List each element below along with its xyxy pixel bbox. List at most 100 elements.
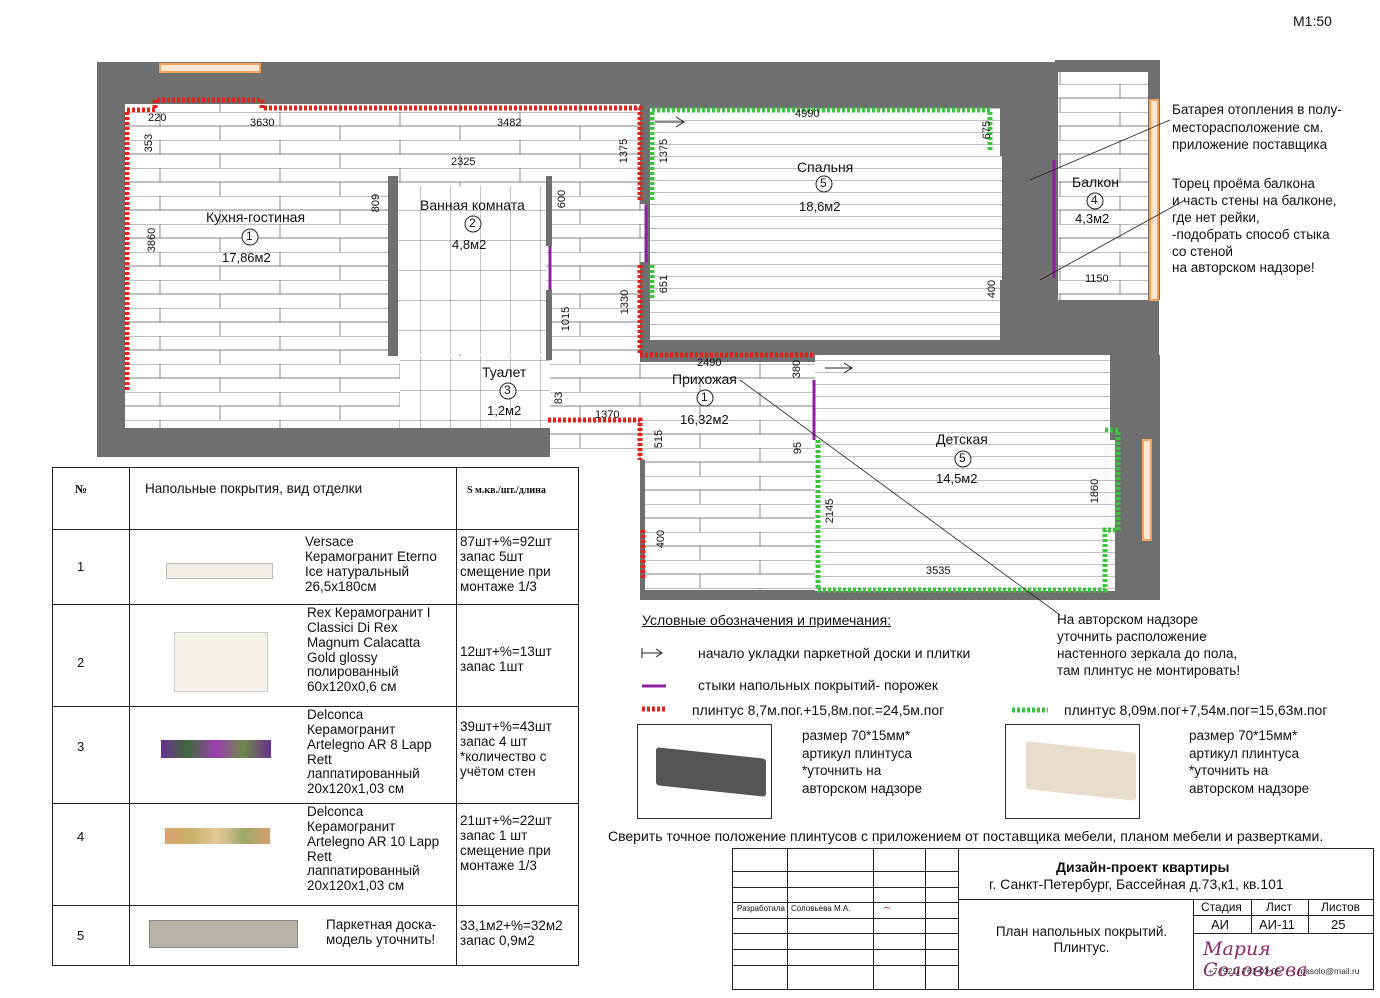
bathroom-floor [398,186,546,354]
baseboard-green [649,107,1121,593]
room-name: Туалет [482,364,527,380]
project-address: г. Санкт-Петербург, Бассейная д.73,к1, к… [989,876,1284,892]
sheet-header: Лист [1266,900,1293,914]
table-row-name: Delconca Керамогранит Artelegno AR 10 La… [307,804,440,894]
inner-walls [388,104,1160,440]
dimension: 1375 [618,138,631,164]
dimension: 400 [986,279,999,299]
dimension: 83 [553,391,566,405]
note-balcony: Торец проёма балкона и часть стены на ба… [1172,176,1337,276]
legend-joint: стыки напольных покрытий- порожек [698,677,939,693]
table-row-qty: 87шт+%=92шт запас 5шт смещение при монта… [460,534,552,594]
note-radiator: Батарея отопления в полу- месторасположе… [1172,102,1342,153]
dimension: 400 [655,529,668,549]
table-row-name: Паркетная доска- модель уточнить! [326,917,437,947]
swatch-calacatta [174,632,268,692]
dimension: 1860 [1089,478,1102,504]
room-name: Прихожая [672,371,737,387]
table-header: № [75,482,88,496]
dimension: 3482 [497,117,522,129]
scale-label: М1:50 [1293,13,1332,29]
dimension: 1015 [560,306,573,332]
logo: Мария Соловьева [1203,938,1308,981]
table-row-qty: 21шт+%=22шт запас 1 шт смещение при монт… [460,813,552,873]
sheets-header: Листов [1321,900,1360,914]
dimension: 3860 [146,227,159,253]
room-area: 4,3м2 [1075,211,1110,226]
room-area: 18,6м2 [799,199,841,214]
note-mirror: На авторском надзоре уточнить расположен… [1057,612,1241,678]
dimension: 1330 [619,289,632,315]
start-arrows [655,116,853,374]
phone: +7 (921) 761-03-05 [1208,966,1282,976]
legend-size-green: размер 70*15мм* артикул плинтуса *уточни… [1189,728,1310,796]
dimension: 3535 [926,565,951,577]
email: masolo@mail.ru [1298,966,1360,976]
stage-value: АИ [1211,917,1230,932]
legend-start: начало укладки паркетной доски и плитки [698,645,971,661]
room-number: 1 [701,390,708,404]
room-area: 17,86м2 [222,250,271,265]
author-name: Соловьева М.А. [791,904,851,913]
swatch-versace [166,563,273,579]
joints [548,160,1056,440]
dimension: 1370 [595,409,620,421]
room-name: Балкон [1072,174,1119,190]
dimension: 4990 [795,108,820,120]
finishes-table: № Напольные покрытия, вид отделки S м.кв… [52,467,579,966]
legend-title: Условные обозначения и примечания: [642,612,892,628]
toilet-floor [400,356,550,428]
developed-label: Разработала [737,904,785,913]
dimension: 1375 [658,138,671,164]
legend-symbols [641,648,666,712]
signature-grid: Разработала Соловьева М.А. ~ [733,849,958,989]
title-block: Разработала Соловьева М.А. ~ Дизайн-прое… [732,848,1374,990]
dimension: 353 [143,133,156,153]
table-header: Напольные покрытия, вид отделки [145,481,363,496]
swatch-artelegno-8 [161,740,271,758]
table-row-name: Delconca Керамогранит Artelegno AR 8 Lap… [307,707,432,797]
legend-red: плинтус 8,7м.пог.+15,8м.пог.=24,5м.пог [692,702,945,718]
room-area: 16,32м2 [680,412,729,427]
dimension: 380 [791,359,804,379]
room-name: Ванная комната [420,197,525,213]
legend-green: плинтус 8,09м.пог+7,54м.пог=15,63м.пог [1064,702,1328,718]
dimension: 600 [556,189,569,209]
table-header: S м.кв./шт./длина [467,485,546,496]
room-number: 1 [246,229,253,243]
dimension: 2145 [824,498,837,524]
room-area: 4,8м2 [452,237,487,252]
swatch-artelegno-10 [165,828,270,844]
table-row-qty: 12шт+%=13шт запас 1шт [460,644,552,674]
dimension: 809 [370,193,383,213]
table-row-num: 3 [77,739,85,754]
baseboard-red-image [637,724,772,819]
dimension: 95 [792,441,805,455]
table-row-num: 2 [77,655,85,670]
table-row-qty: 39шт+%=43шт запас 4 шт *количество с учё… [460,719,552,779]
windows [159,63,1159,541]
project-title: Дизайн-проект квартиры [1056,859,1230,875]
hall-floor-lower [645,460,815,590]
baseboard-green-image [1005,724,1140,819]
sheet-value: АИ-11 [1259,917,1295,932]
leader-lines [739,119,1186,616]
legend-size-red: размер 70*15мм* артикул плинтуса *уточни… [802,728,923,796]
room-area: 14,5м2 [936,471,978,486]
dimension: 1150 [1085,273,1109,285]
room-name: Кухня-гостиная [206,209,306,225]
room-circles [241,175,1104,468]
signature: ~ [883,903,892,914]
room-number: 5 [959,451,966,465]
room-area: 1,2м2 [487,403,522,418]
dimension: 651 [658,274,671,294]
dimension: 2325 [451,156,476,168]
baseboard-red [124,97,815,580]
table-row-qty: 33,1м2+%=32м2 запас 0,9м2 [460,918,563,948]
bedroom-floor [650,108,1002,340]
sheet-title: План напольных покрытий. Плинтус. [995,924,1168,956]
room-number: 3 [504,383,511,397]
dimension: 3630 [250,117,275,129]
dimension: 2490 [697,357,722,369]
